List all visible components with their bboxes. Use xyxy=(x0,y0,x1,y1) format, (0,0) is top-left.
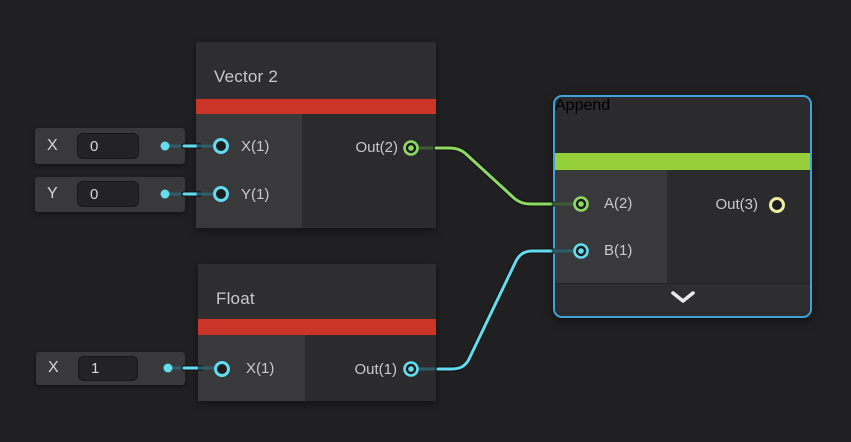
node-input-column xyxy=(555,170,667,283)
inline-input-x1: X xyxy=(36,352,185,385)
node-category-stripe xyxy=(198,319,436,335)
port-label-out3: Out(3) xyxy=(715,196,758,213)
inline-input-x0: X xyxy=(35,128,185,164)
node-category-stripe xyxy=(555,153,810,170)
node-vector2-header[interactable]: Vector 2 xyxy=(196,42,436,99)
y-value-field[interactable] xyxy=(77,181,139,207)
inline-input-y0: Y xyxy=(35,177,185,212)
node-category-stripe xyxy=(196,99,436,114)
node-title: Float xyxy=(216,289,255,308)
node-collapse-bar[interactable] xyxy=(555,283,810,311)
inline-input-label: X xyxy=(48,359,59,376)
port-label-out1: Out(1) xyxy=(354,361,397,378)
node-append[interactable]: Append A(2) B(1) Out(3) xyxy=(553,95,812,318)
port-label-x1: X(1) xyxy=(246,360,275,377)
node-title: Append xyxy=(555,97,611,114)
node-float-header[interactable]: Float xyxy=(198,264,436,319)
node-output-column xyxy=(302,114,436,228)
chevron-down-icon[interactable] xyxy=(670,290,696,304)
port-label-y1: Y(1) xyxy=(241,186,270,203)
port-label-b1: B(1) xyxy=(604,242,633,259)
node-vector2[interactable]: Vector 2 X(1) Y(1) Out(2) xyxy=(196,42,436,228)
inline-input-label: X xyxy=(47,137,58,154)
node-append-header[interactable]: Append xyxy=(555,97,810,153)
port-label-out2: Out(2) xyxy=(355,139,398,156)
port-label-x1: X(1) xyxy=(241,138,270,155)
node-title: Vector 2 xyxy=(214,67,278,86)
node-input-column xyxy=(196,114,302,228)
x-value-field[interactable] xyxy=(77,133,139,159)
port-label-a2: A(2) xyxy=(604,195,633,212)
x-value-field[interactable] xyxy=(78,356,138,381)
node-output-column xyxy=(667,170,806,283)
node-float[interactable]: Float X(1) Out(1) xyxy=(198,264,436,401)
inline-input-label: Y xyxy=(47,185,58,202)
